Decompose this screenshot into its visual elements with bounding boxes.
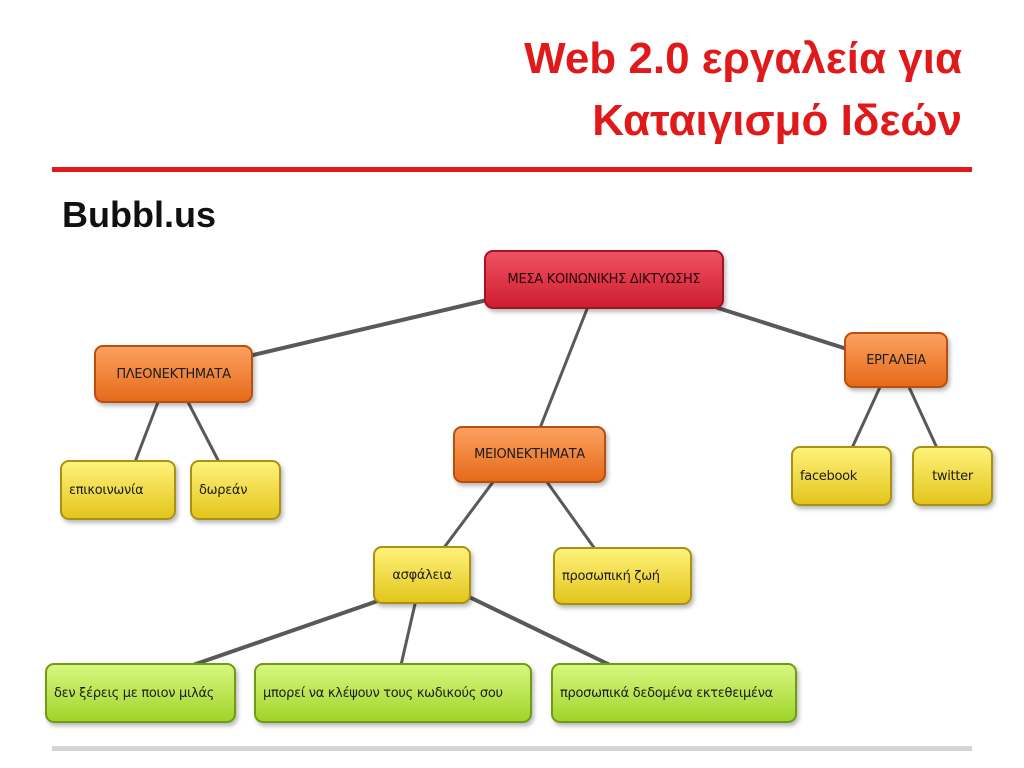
connector-security-exposed-data: [461, 592, 612, 667]
mindmap-node-twitter[interactable]: twitter: [912, 446, 993, 506]
connector-disadvantages-privacy: [545, 480, 597, 551]
footer-divider: [52, 746, 972, 751]
mindmap-node-advantages[interactable]: ΠΛΕΟΝΕΚΤΗΜΑΤΑ: [94, 345, 253, 403]
mindmap-node-tools[interactable]: ΕΡΓΑΛΕΙΑ: [844, 332, 948, 388]
mindmap-node-privacy[interactable]: προσωπική ζωή: [553, 547, 692, 605]
connector-root-disadvantages: [538, 307, 589, 430]
connector-tools-twitter: [907, 385, 939, 450]
mindmap-node-unknown-contact[interactable]: δεν ξέρεις με ποιον μιλάς: [45, 663, 236, 723]
connector-root-tools: [716, 306, 849, 351]
mindmap-node-root[interactable]: ΜΕΣΑ ΚΟΙΝΩΝΙΚΗΣ ΔΙΚΤΥΩΣΗΣ: [484, 250, 724, 309]
mindmap-node-facebook[interactable]: facebook: [791, 446, 892, 506]
mindmap-node-stolen-passwords[interactable]: μπορεί να κλέψουν τους κωδικούς σου: [254, 663, 532, 723]
title-divider: [52, 167, 972, 172]
mindmap-node-communication[interactable]: επικοινωνία: [60, 460, 176, 520]
mindmap-node-free[interactable]: δωρεάν: [190, 460, 281, 520]
connector-root-advantages: [247, 295, 502, 358]
slide-title-line-2: Καταιγισμό Ιδεών: [592, 96, 962, 145]
connector-advantages-communication: [133, 400, 160, 464]
connector-tools-facebook: [850, 385, 882, 450]
slide-subtitle: Bubbl.us: [62, 194, 216, 235]
connector-security-unknown-contact: [191, 593, 397, 667]
mindmap-node-disadvantages[interactable]: ΜΕΙΟΝΕΚΤΗΜΑΤΑ: [453, 426, 606, 483]
connector-security-stolen-passwords: [399, 602, 417, 667]
mindmap-node-security[interactable]: ασφάλεια: [373, 546, 471, 604]
connector-advantages-free: [186, 400, 221, 464]
slide-title-line-1: Web 2.0 εργαλεία για: [524, 34, 962, 83]
mindmap-node-exposed-data[interactable]: προσωπικά δεδομένα εκτεθειμένα: [551, 663, 797, 723]
connector-disadvantages-security: [441, 480, 495, 551]
